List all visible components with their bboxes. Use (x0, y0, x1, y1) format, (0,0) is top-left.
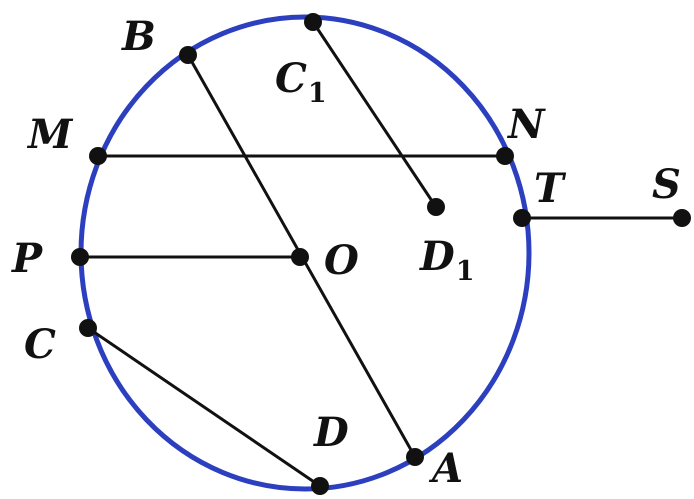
point-b (179, 46, 197, 64)
point-p (71, 248, 89, 266)
label-d1: D1 (419, 233, 474, 287)
point-d1 (427, 198, 445, 216)
label-d: D (313, 409, 349, 456)
point-c (79, 319, 97, 337)
point-d (311, 477, 329, 495)
point-m (89, 147, 107, 165)
point-c1 (304, 13, 322, 31)
label-a: A (428, 445, 463, 492)
chord-cd (86, 326, 322, 488)
segment-c1d1 (311, 20, 438, 209)
label-b: B (121, 13, 156, 60)
label-c1: C1 (275, 55, 327, 109)
point-s (673, 209, 691, 227)
label-o: O (324, 237, 359, 284)
point-a (406, 448, 424, 466)
label-n: N (506, 101, 546, 148)
label-s: S (652, 161, 681, 208)
point-t (513, 209, 531, 227)
label-c: C (24, 321, 56, 368)
label-p: P (11, 235, 44, 282)
label-m: M (26, 111, 74, 158)
point-n (496, 147, 514, 165)
label-t: T (534, 165, 567, 212)
point-o (291, 248, 309, 266)
